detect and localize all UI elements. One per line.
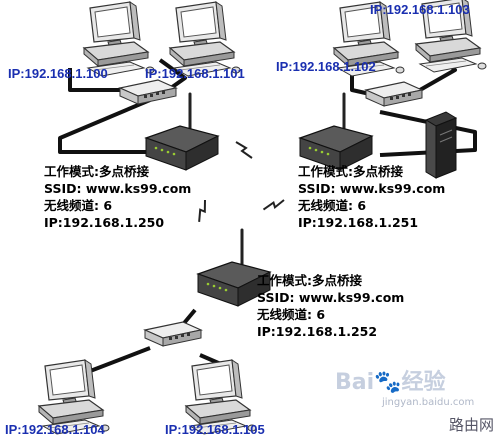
- pc-ip-label: IP:192.168.1.100: [8, 66, 108, 81]
- pc-ip-label: IP:192.168.1.105: [165, 422, 265, 437]
- baidu-watermark: Bai🐾经验: [335, 370, 446, 395]
- ssid-label: SSID: www.ks99.com: [44, 181, 192, 196]
- channel-label: 无线频道: 6: [298, 198, 367, 213]
- pc-ip-label: IP:192.168.1.104: [5, 422, 105, 437]
- bridge-config-left: 工作模式:多点桥接 SSID: www.ks99.com 无线频道: 6 IP:…: [44, 163, 191, 231]
- ssid-label: SSID: www.ks99.com: [257, 290, 405, 305]
- bridge-config-right: 工作模式:多点桥接 SSID: www.ks99.com 无线频道: 6 IP:…: [298, 163, 445, 231]
- wireless-link-icon: [235, 141, 253, 159]
- work-mode-label: 工作模式:多点桥接: [298, 164, 403, 179]
- pc-ip-label: IP:192.168.1.101: [145, 66, 245, 81]
- pc-icon: [169, 1, 241, 77]
- server-icon: [424, 111, 458, 179]
- pc-ip-label: IP:192.168.1.102: [276, 59, 376, 74]
- wireless-link-icon: [262, 193, 285, 217]
- ssid-label: SSID: www.ks99.com: [298, 181, 446, 196]
- work-mode-label: 工作模式:多点桥接: [44, 164, 149, 179]
- switch-icon: [119, 79, 177, 105]
- wireless-link-icon: [190, 199, 214, 223]
- wireless-bridge-icon: [298, 92, 374, 172]
- switch-icon: [365, 81, 423, 107]
- watermark-url: jingyan.baidu.com: [382, 397, 475, 408]
- work-mode-label: 工作模式:多点桥接: [257, 273, 362, 288]
- bridge-config-bottom: 工作模式:多点桥接 SSID: www.ks99.com 无线频道: 6 IP:…: [257, 272, 404, 340]
- bridge-ip-label: IP:192.168.1.252: [257, 324, 378, 339]
- bridge-ip-label: IP:192.168.1.251: [298, 215, 419, 230]
- wireless-bridge-icon: [144, 92, 220, 172]
- switch-icon: [144, 321, 202, 347]
- channel-label: 无线频道: 6: [44, 198, 113, 213]
- channel-label: 无线频道: 6: [257, 307, 326, 322]
- site-watermark: 路由网: [449, 416, 495, 434]
- bridge-ip-label: IP:192.168.1.250: [44, 215, 165, 230]
- pc-icon: [83, 1, 155, 77]
- pc-ip-label: IP:192.168.1.103: [370, 2, 470, 17]
